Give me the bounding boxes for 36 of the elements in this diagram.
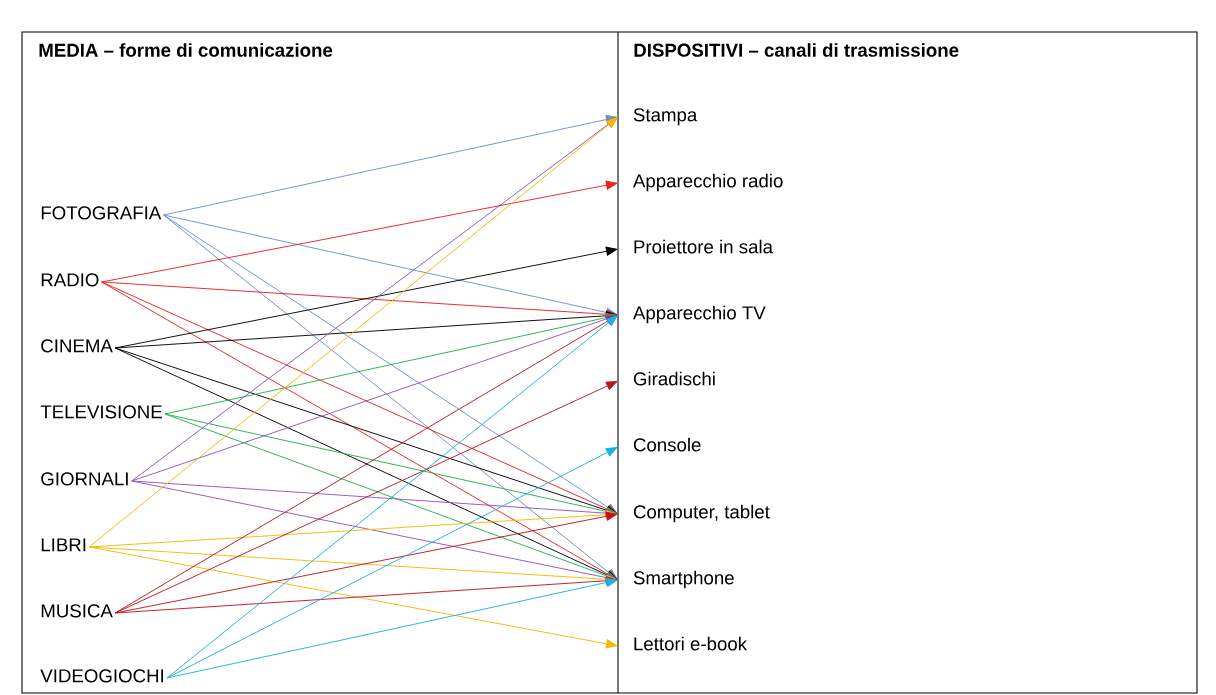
arrow: [163, 214, 618, 317]
column-header: MEDIA – forme di comunicazione: [39, 43, 333, 57]
media-label: TELEVISIONE: [40, 405, 162, 419]
arrow: [101, 180, 618, 283]
arrow: [163, 114, 618, 216]
arrow: [131, 117, 618, 482]
column-header: DISPOSITIVI – canali di trasmissione: [634, 43, 959, 57]
device-label: Lettori e-book: [634, 636, 748, 651]
device-label: Smartphone: [633, 570, 734, 589]
media-label: VIDEOGIOCHI: [40, 669, 164, 683]
media-label: MUSICA: [41, 604, 113, 618]
arrow: [88, 546, 618, 649]
arrow: [166, 315, 618, 679]
device-label: Computer, tablet: [633, 504, 770, 523]
arrow: [114, 576, 618, 614]
arrow: [163, 214, 618, 514]
device-label: Giradischi: [633, 371, 715, 386]
media-label: GIORNALI: [41, 472, 128, 486]
media-label: RADIO: [41, 273, 99, 287]
arrow: [114, 315, 618, 614]
arrow: [88, 117, 618, 548]
arrow: [163, 214, 618, 580]
media-label: FOTOGRAFIA: [41, 206, 162, 220]
arrow: [164, 313, 618, 415]
arrow: [166, 577, 618, 679]
device-label: Proiettore in sala: [634, 239, 773, 254]
device-label: Stampa: [633, 108, 698, 126]
arrow: [164, 413, 618, 581]
media-label: LIBRI: [41, 538, 86, 552]
device-label: Apparecchio TV: [633, 305, 766, 324]
media-label: CINEMA: [41, 339, 113, 353]
arrow: [131, 480, 618, 583]
arrow: [114, 311, 618, 349]
arrow: [114, 347, 618, 580]
device-label: Console: [633, 437, 701, 452]
device-label: Apparecchio radio: [633, 173, 783, 192]
